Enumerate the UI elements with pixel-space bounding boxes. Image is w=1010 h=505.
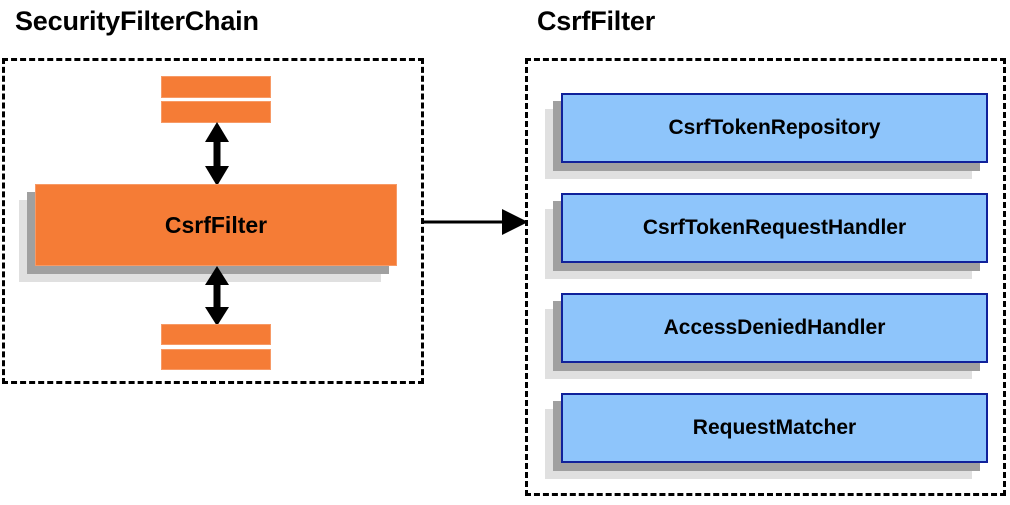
csrf-filter-block-label: CsrfFilter: [35, 184, 397, 266]
collaborator-block-csrf-token-repository[interactable]: CsrfTokenRepository: [545, 93, 988, 179]
filter-bar-bottom-1: [161, 324, 271, 345]
csrf-filter-panel: [525, 58, 1006, 496]
right-panel-title: CsrfFilter: [537, 6, 656, 36]
collaborator-block-label: AccessDeniedHandler: [561, 293, 988, 363]
filter-bar-bottom-2: [161, 349, 271, 370]
expand-arrow-icon: [424, 209, 528, 235]
bottom-double-arrow-icon: [205, 266, 229, 326]
collaborator-block-access-denied-handler[interactable]: AccessDeniedHandler: [545, 293, 988, 379]
top-double-arrow-icon: [205, 122, 229, 186]
left-panel-title: SecurityFilterChain: [15, 6, 259, 36]
collaborator-block-request-matcher[interactable]: RequestMatcher: [545, 393, 988, 479]
filter-bar-top-2: [161, 101, 271, 123]
csrf-filter-block[interactable]: CsrfFilter: [19, 184, 397, 282]
collaborator-block-label: CsrfTokenRepository: [561, 93, 988, 163]
security-filter-chain-panel: [2, 58, 424, 384]
collaborator-block-label: RequestMatcher: [561, 393, 988, 463]
collaborator-block-label: CsrfTokenRequestHandler: [561, 193, 988, 263]
filter-bar-top-1: [161, 76, 271, 98]
collaborator-block-csrf-token-request-handler[interactable]: CsrfTokenRequestHandler: [545, 193, 988, 279]
